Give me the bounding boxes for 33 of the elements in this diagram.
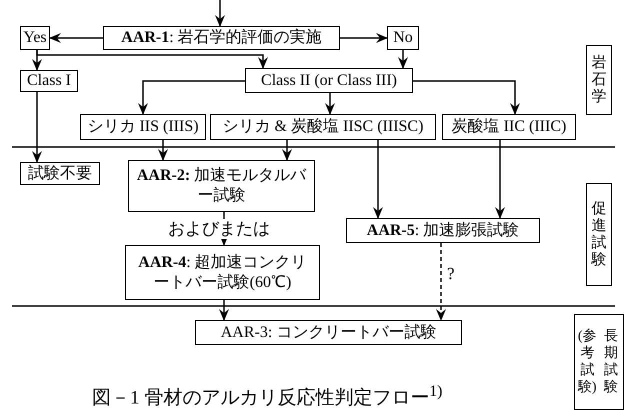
section-label: 岩石学 <box>586 45 612 115</box>
arrow <box>49 33 103 43</box>
edge-label: およびまたは <box>168 219 270 239</box>
arrow <box>325 93 335 115</box>
arrow <box>138 80 245 115</box>
arrow <box>36 50 268 69</box>
process-box: シリカ & 炭酸塩 IISC (IIISC) <box>210 114 436 140</box>
arrow <box>282 140 292 161</box>
arrow <box>413 80 520 115</box>
arrow <box>436 243 446 321</box>
process-box: Class I <box>20 70 78 92</box>
arrow <box>215 0 225 27</box>
process-box: Yes <box>20 26 50 50</box>
arrow <box>373 140 383 219</box>
process-box: AAR-5: 加速膨張試験 <box>346 218 540 243</box>
process-box: No <box>387 26 419 50</box>
arrow <box>340 33 388 43</box>
process-box: 試験不要 <box>20 162 100 185</box>
process-box: AAR-3: コンクリートバー試験 <box>195 320 462 345</box>
arrow <box>158 140 168 161</box>
arrow <box>398 50 408 69</box>
section-label: 促進試験 <box>586 183 612 286</box>
process-box: AAR-2: 加速モルタルバー試験 <box>128 160 315 212</box>
caption: 図－1 骨材のアルカリ反応性判定フロー$^{1)}$ <box>92 382 442 410</box>
process-box: シリカ IIS (IIIS) <box>80 114 206 140</box>
arrow <box>219 300 229 321</box>
arrow <box>32 92 42 163</box>
process-box: 炭酸塩 IIC (IIIC) <box>442 114 576 140</box>
process-box: AAR-4: 超加速コンクリートバー試験(60℃) <box>125 245 320 300</box>
section-label: 長期試験 (参考試験) <box>574 314 624 410</box>
process-box: AAR-1: 岩石学的評価の実施 <box>103 26 340 50</box>
process-box: Class II (or Class III) <box>245 68 413 93</box>
arrow <box>495 140 505 219</box>
